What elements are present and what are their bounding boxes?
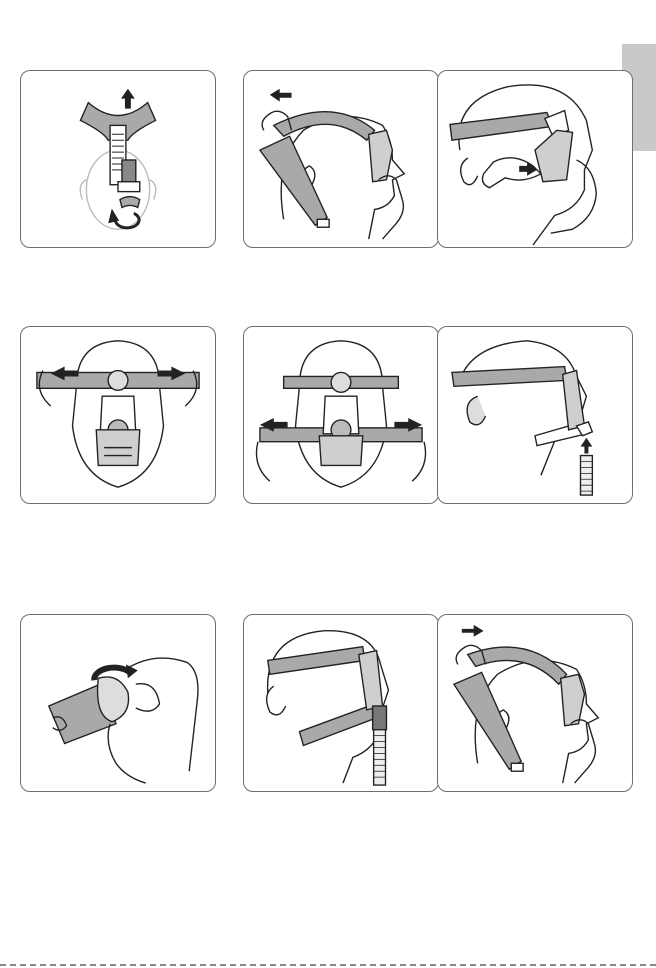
bottom-strap-adjust-icon xyxy=(244,327,438,503)
step-illustration-9 xyxy=(437,614,633,792)
mask-frame-rotate-icon xyxy=(21,71,215,247)
page-bottom-rule xyxy=(0,964,656,966)
step-illustration-4 xyxy=(20,326,216,504)
step-illustration-5 xyxy=(243,326,439,504)
step-illustration-1 xyxy=(20,70,216,248)
headgear-removal-icon xyxy=(438,615,632,791)
step-illustration-8 xyxy=(243,614,439,792)
mask-cushion-position-icon xyxy=(438,71,632,247)
step-illustration-3 xyxy=(437,70,633,248)
top-strap-adjust-icon xyxy=(21,327,215,503)
elbow-release-icon xyxy=(21,615,215,791)
step-illustration-2 xyxy=(243,70,439,248)
headgear-over-head-icon xyxy=(244,71,438,247)
step-illustration-6 xyxy=(437,326,633,504)
step-illustration-7 xyxy=(20,614,216,792)
tube-connect-icon xyxy=(438,327,632,503)
fitted-mask-profile-icon xyxy=(244,615,438,791)
